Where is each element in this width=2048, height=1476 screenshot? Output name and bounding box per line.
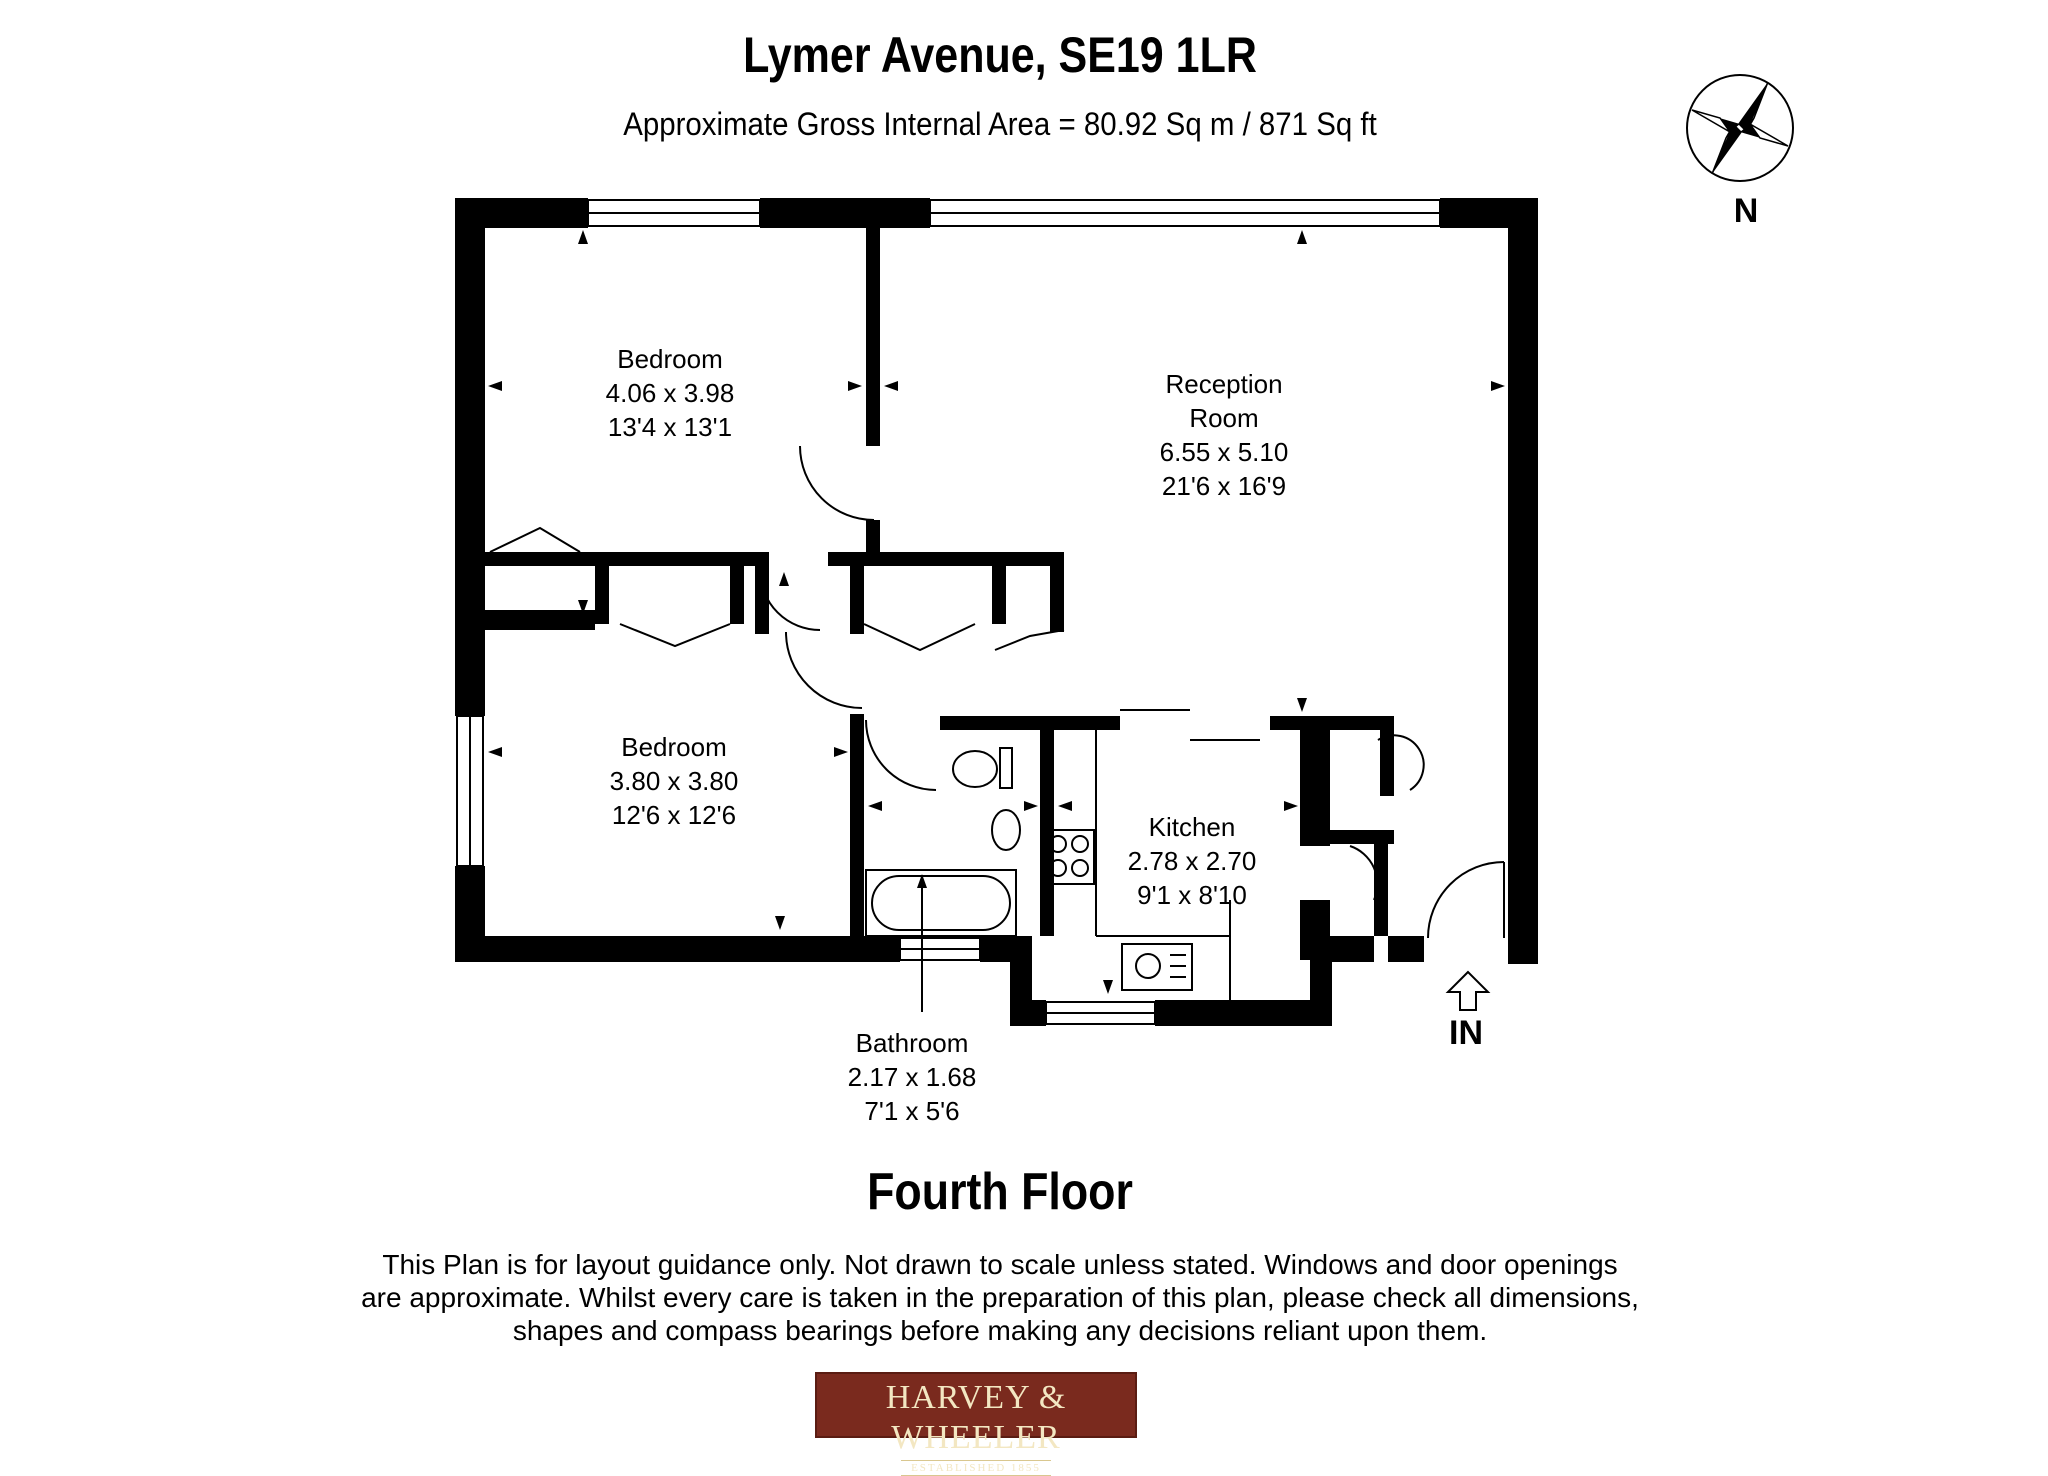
kitchen-name: Kitchen bbox=[1149, 812, 1236, 842]
bedroom1-name: Bedroom bbox=[617, 344, 723, 374]
kitchen-imperial: 9'1 x 8'10 bbox=[1137, 880, 1247, 910]
disclaimer-line1: This Plan is for layout guidance only. N… bbox=[382, 1249, 1618, 1280]
interior-walls bbox=[485, 226, 1394, 960]
gross-internal-area: Approximate Gross Internal Area = 80.92 … bbox=[623, 106, 1377, 142]
agency-logo: HARVEY & WHEELER ESTABLISHED 1855 bbox=[815, 1372, 1137, 1476]
windows bbox=[456, 199, 1441, 1025]
bedroom2-imperial: 12'6 x 12'6 bbox=[612, 800, 736, 830]
bedroom2-metric: 3.80 x 3.80 bbox=[610, 766, 739, 796]
reception-name-line1: Reception bbox=[1165, 369, 1282, 399]
compass-icon bbox=[1686, 74, 1794, 182]
floor-label: Fourth Floor bbox=[867, 1163, 1133, 1221]
disclaimer-line2: are approximate. Whilst every care is ta… bbox=[361, 1282, 1639, 1313]
kitchen-metric: 2.78 x 2.70 bbox=[1128, 846, 1257, 876]
bedroom1-imperial: 13'4 x 13'1 bbox=[608, 412, 732, 442]
entrance-arrow-icon bbox=[1445, 970, 1491, 1011]
disclaimer: This Plan is for layout guidance only. N… bbox=[0, 1248, 2000, 1347]
bathroom-name: Bathroom bbox=[856, 1028, 969, 1058]
fixtures bbox=[489, 445, 1505, 1000]
bedroom1-metric: 4.06 x 3.98 bbox=[606, 378, 735, 408]
dimension-arrows bbox=[488, 230, 1505, 994]
entrance-label: IN bbox=[1449, 1014, 1483, 1052]
reception-imperial: 21'6 x 16'9 bbox=[1162, 471, 1286, 501]
outer-walls bbox=[455, 198, 1538, 1026]
disclaimer-line3: shapes and compass bearings before makin… bbox=[512, 1315, 1488, 1346]
agency-logo-tagline: ESTABLISHED 1855 bbox=[901, 1460, 1051, 1476]
bathroom-pointer-arrow bbox=[917, 874, 927, 888]
bathroom-metric: 2.17 x 1.68 bbox=[848, 1062, 977, 1092]
reception-name-line2: Room bbox=[1189, 403, 1258, 433]
reception-metric: 6.55 x 5.10 bbox=[1160, 437, 1289, 467]
bedroom2-name: Bedroom bbox=[621, 732, 727, 762]
bathroom-imperial: 7'1 x 5'6 bbox=[864, 1096, 959, 1126]
agency-logo-name: HARVEY & WHEELER bbox=[885, 1379, 1067, 1456]
compass-north-label: N bbox=[1734, 192, 1759, 230]
plan-title: Lymer Avenue, SE19 1LR bbox=[743, 27, 1257, 83]
